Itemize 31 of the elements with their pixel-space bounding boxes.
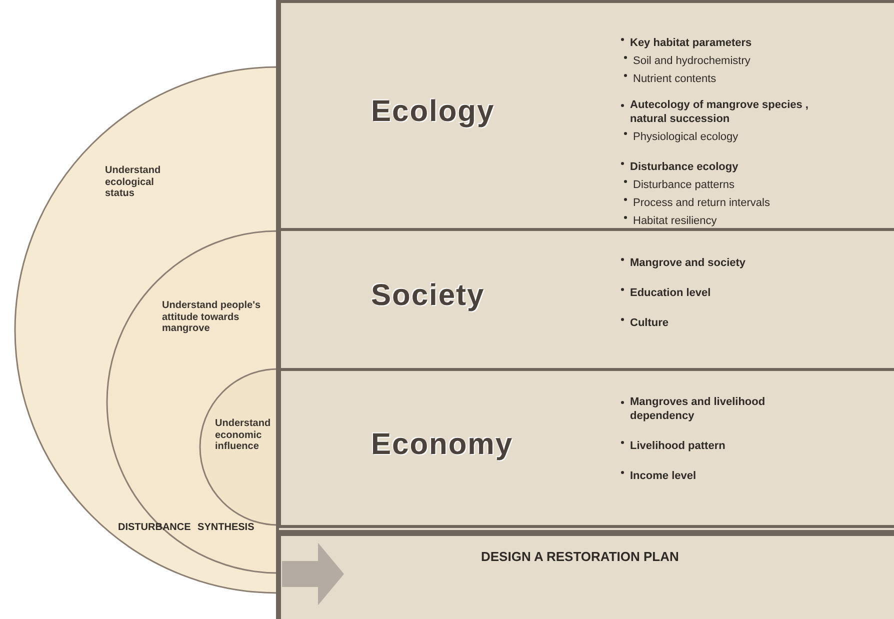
bullet-item: Process and return intervals xyxy=(633,196,770,210)
semicircle xyxy=(107,231,278,573)
band-title: Economy xyxy=(371,428,514,462)
bullet-item: Livelihood pattern xyxy=(630,440,726,454)
bullet-item: Soil and hydrochemistry xyxy=(633,55,750,69)
block-arrow xyxy=(282,542,344,606)
circle-label: Understand people's attitude towards mangrove xyxy=(162,300,262,334)
bullet-item: Income level xyxy=(630,470,696,484)
bullet-item: Habitat resiliency xyxy=(633,214,717,228)
band-title: DESIGN A RESTORATION PLAN xyxy=(481,549,679,564)
bullet-item: Physiological ecology xyxy=(633,130,738,144)
bullet-item: Mangroves and livelihood dependency xyxy=(630,396,766,424)
bullet-item: Key habitat parameters xyxy=(630,37,752,51)
bullet-item: Disturbance ecology xyxy=(630,160,738,174)
bullet-item: Mangrove and society xyxy=(630,257,746,271)
band-panel xyxy=(278,368,894,525)
circle-label: Understand ecological status xyxy=(105,165,162,200)
band-panel xyxy=(278,228,894,368)
band-panel xyxy=(278,533,894,619)
bullet-item: Disturbance patterns xyxy=(633,178,734,192)
band-panel xyxy=(278,0,894,228)
bullet-item: Nutrient contents xyxy=(633,73,716,87)
semicircle xyxy=(200,369,278,525)
band-title: Ecology xyxy=(371,95,495,129)
bullet-item: Culture xyxy=(630,317,668,331)
circle-label: Understand economic influence xyxy=(215,418,272,452)
band-title: Society xyxy=(371,279,485,313)
section-label: DISTURBANCE SYNTHESIS xyxy=(118,522,254,533)
bullet-item: Education level xyxy=(630,287,711,301)
bullet-item: Autecology of mangrove species , natural succession xyxy=(630,99,810,126)
semicircle xyxy=(15,67,278,593)
